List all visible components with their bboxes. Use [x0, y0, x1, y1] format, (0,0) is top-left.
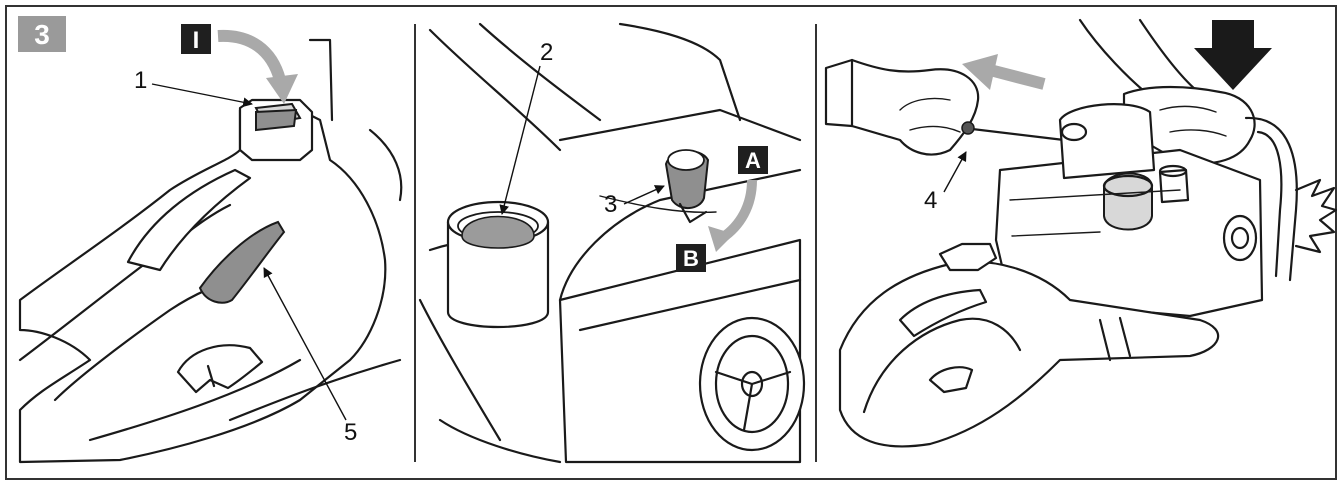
badge-a-label: A	[745, 148, 761, 173]
panel-2-illustration: A B 2 3	[418, 22, 806, 464]
callout-3: 3	[604, 191, 617, 218]
left-hand-icon	[824, 58, 980, 156]
pull-arrow-icon	[962, 54, 1046, 90]
choke-rotation-arrow-icon	[708, 179, 757, 252]
figure-number: 3	[34, 19, 50, 50]
badge-b-label: B	[683, 246, 699, 271]
press-down-arrow-icon	[1194, 20, 1272, 90]
callout-4: 4	[924, 187, 937, 214]
fuel-filler-neck-icon	[446, 200, 550, 329]
panel-3-illustration: 4	[824, 18, 1338, 448]
panel-1-illustration: I 1 5	[18, 24, 403, 464]
position-badge-a: A	[738, 146, 768, 174]
callout-5-leader	[263, 267, 347, 421]
primer-pull-cord	[963, 126, 1065, 142]
choke-lever-icon	[599, 149, 717, 224]
callout-1: 1	[134, 67, 147, 94]
callout-2-leader	[499, 65, 541, 215]
callout-5: 5	[344, 419, 357, 446]
figure-number-badge: 3	[18, 16, 66, 52]
engine-block-icon	[994, 103, 1264, 318]
callout-1-leader	[151, 83, 253, 108]
switch-on-symbol: I	[193, 27, 200, 54]
figure-border	[5, 5, 1337, 480]
position-badge-b: B	[676, 244, 706, 272]
callout-3-leader	[623, 185, 665, 205]
callout-2: 2	[540, 39, 553, 66]
switch-on-badge: I	[181, 24, 211, 54]
press-switch-arrow-icon	[217, 29, 298, 104]
starter-pulley-icon	[698, 316, 806, 452]
callout-4-leader	[943, 151, 967, 193]
right-arm-icon	[1078, 18, 1256, 165]
